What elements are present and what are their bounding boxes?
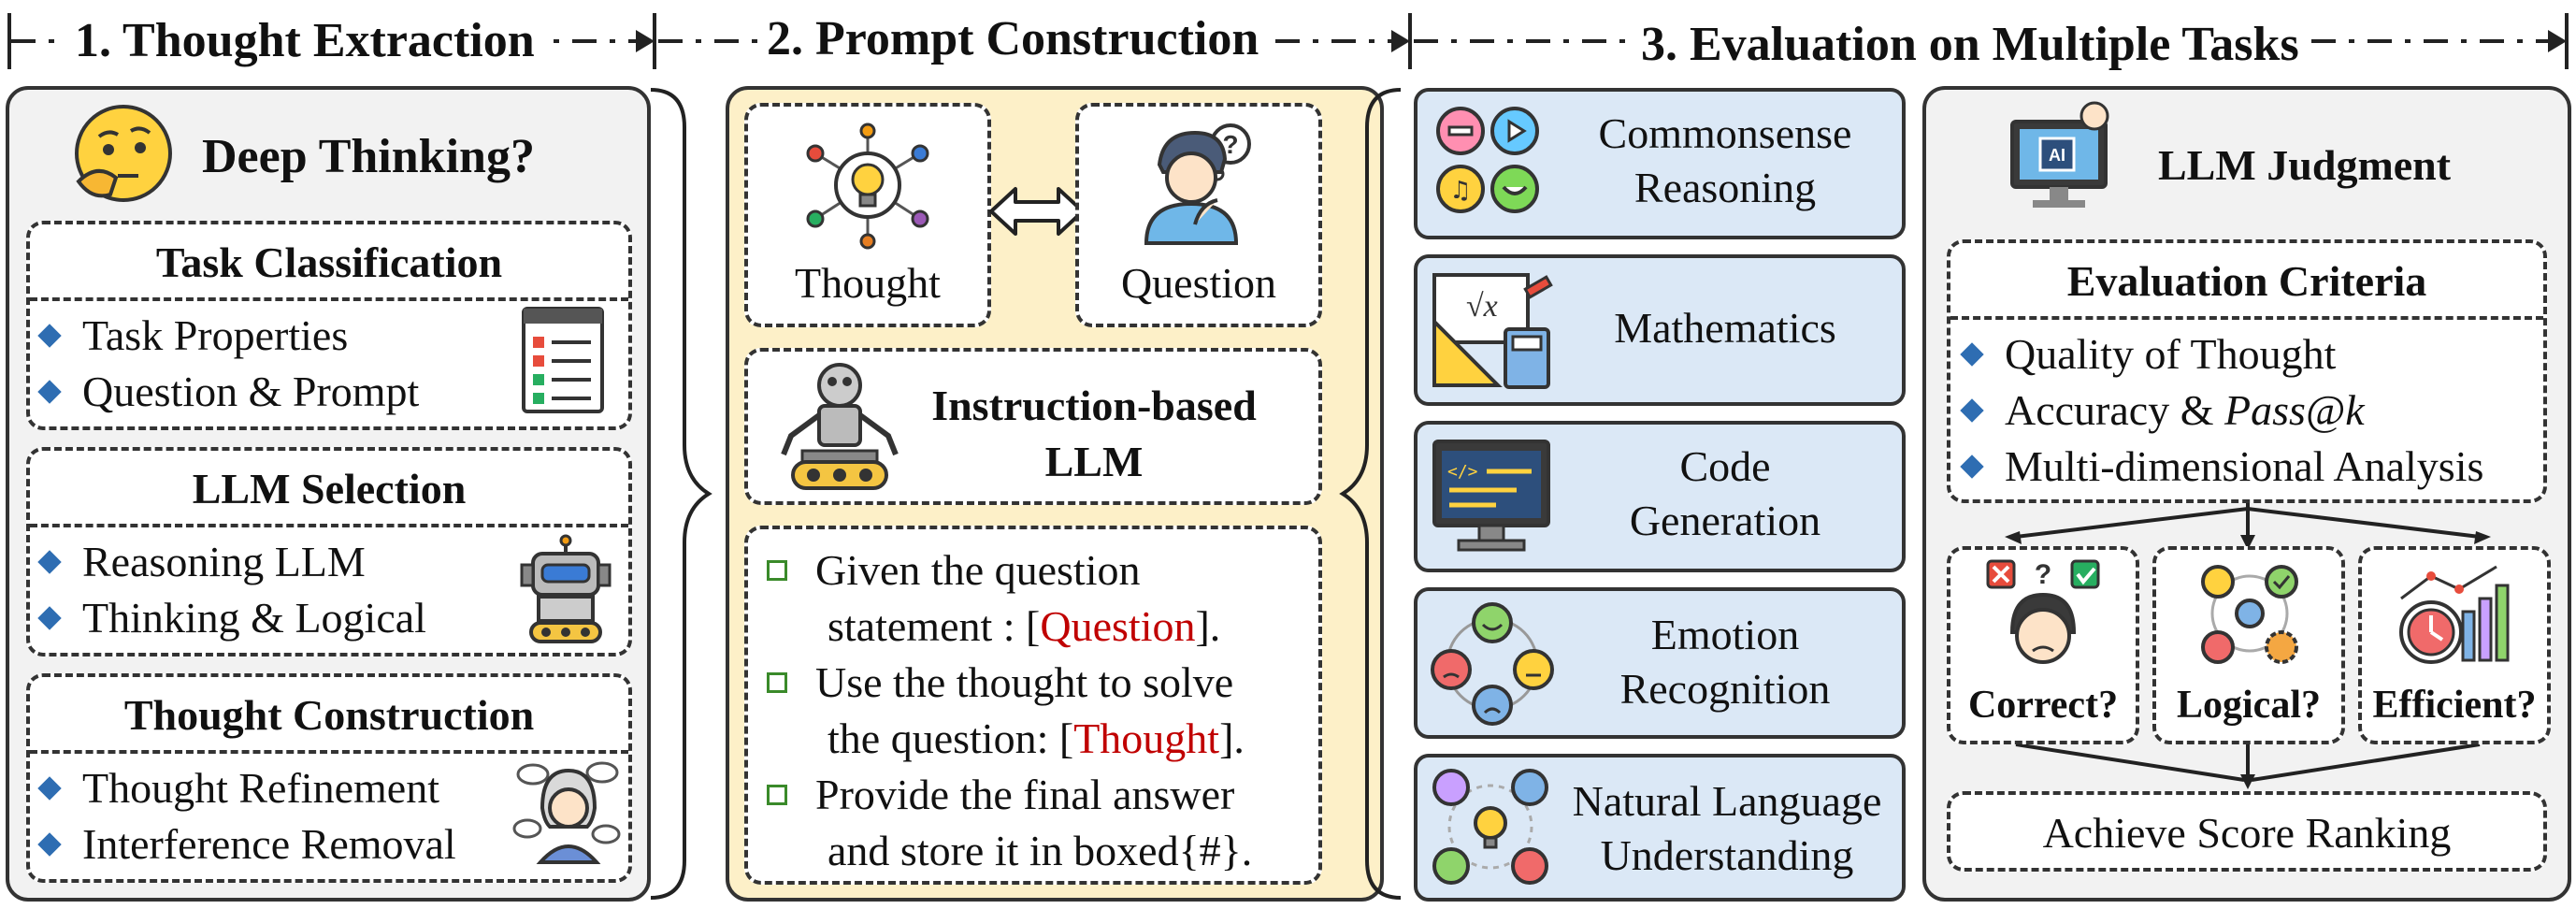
instruction-list: Given the question statement : [Question… (767, 542, 1252, 879)
confused-person-icon: ? (1986, 559, 2100, 664)
task-card-commonsense (1414, 88, 1906, 239)
deep-thinking-title: Deep Thinking? (202, 130, 535, 183)
bullet-item: Accuracy & Pass@k (1960, 389, 2365, 432)
efficient-check-box (2358, 546, 2551, 744)
efficiency-chart-icon (2399, 565, 2510, 664)
llm-selection-title: LLM Selection (192, 465, 467, 512)
bullet-item: Interference Removal (37, 823, 456, 866)
diamond-bullet-icon (37, 776, 62, 801)
efficient-label: Efficient? (2372, 684, 2537, 727)
code-screen-icon: </> (1432, 440, 1550, 552)
diamond-bullet-icon (37, 324, 62, 349)
logic-gears-icon (2201, 565, 2298, 664)
app-icons-icon: ♫ (1436, 107, 1539, 213)
lightbulb-network-icon (806, 123, 929, 250)
checklist-icon (522, 307, 604, 413)
bullet-item: Thought Refinement (37, 767, 439, 810)
score-ranking-box (1947, 791, 2547, 872)
people-idea-icon (1432, 769, 1548, 885)
diamond-bullet-icon (1960, 342, 1984, 368)
header-evaluation: 3. Evaluation on Multiple Tasks (1632, 21, 2309, 69)
score-ranking-label: Achieve Score Ranking (2042, 809, 2452, 857)
checkbox-icon (767, 672, 787, 694)
checkbox-icon (767, 785, 787, 806)
diamond-bullet-icon (37, 832, 62, 858)
bullet-item: Reasoning LLM (37, 541, 366, 584)
thought-construction-title: Thought Construction (123, 691, 535, 739)
bullet-item: Multi-dimensional Analysis (1960, 445, 2483, 488)
question-label: Question (1120, 259, 1277, 307)
svg-text:</>: </> (1447, 462, 1478, 482)
diamond-bullet-icon (37, 606, 62, 631)
bullet-item: Thinking & Logical (37, 597, 426, 640)
curly-brace (650, 88, 712, 900)
svg-text:?: ? (2035, 559, 2051, 590)
svg-text:√x: √x (1466, 289, 1498, 324)
double-arrow-icon (989, 187, 1085, 236)
diamond-bullet-icon (1960, 398, 1984, 424)
evaluation-criteria-box (1947, 239, 2547, 503)
instruction-item: Provide the final answer (767, 767, 1252, 823)
correct-label: Correct? (1967, 684, 2119, 727)
logical-label: Logical? (2177, 684, 2321, 727)
diamond-bullet-icon (37, 550, 62, 575)
llm-judgment-title: LLM Judgment (2158, 141, 2452, 189)
curly-brace (1339, 88, 1402, 900)
thought-label: Thought (795, 259, 941, 307)
robot-icon (781, 363, 899, 490)
header-thought-extraction: 1. Thought Extraction (65, 17, 544, 65)
checkbox-icon (767, 560, 787, 582)
ai-monitor-icon: AI (2010, 101, 2109, 208)
svg-text:AI: AI (2049, 146, 2065, 165)
instruction-box (744, 526, 1322, 885)
bullet-item: Question & Prompt (37, 370, 419, 413)
instruction-item: Use the thought to solve (767, 655, 1252, 711)
robot-icon (520, 534, 612, 643)
emotion-faces-icon (1431, 602, 1554, 726)
llm-selection-box (26, 447, 632, 656)
bullet-item: Quality of Thought (1960, 333, 2336, 376)
svg-text:♫: ♫ (1449, 177, 1471, 205)
bullet-item: Task Properties (37, 314, 348, 357)
task-classification-title: Task Classification (155, 238, 503, 286)
flow-arrows (2005, 503, 2491, 789)
task-card-label: Mathematics (1614, 304, 1836, 352)
woman-thinking-icon (512, 761, 621, 864)
math-tools-icon: √x (1432, 273, 1553, 389)
thought-construction-box (26, 673, 632, 883)
diamond-bullet-icon (37, 380, 62, 405)
man-question-icon: ? (1144, 123, 1251, 245)
logical-check-box (2152, 546, 2345, 744)
evaluation-criteria-title: Evaluation Criteria (2066, 257, 2427, 305)
instruction-item: Given the question (767, 542, 1252, 599)
thinking-face-icon (75, 105, 172, 202)
diamond-bullet-icon (1960, 454, 1984, 480)
svg-text:?: ? (1222, 130, 1238, 159)
header-prompt-construction: 2. Prompt Construction (757, 15, 1269, 64)
